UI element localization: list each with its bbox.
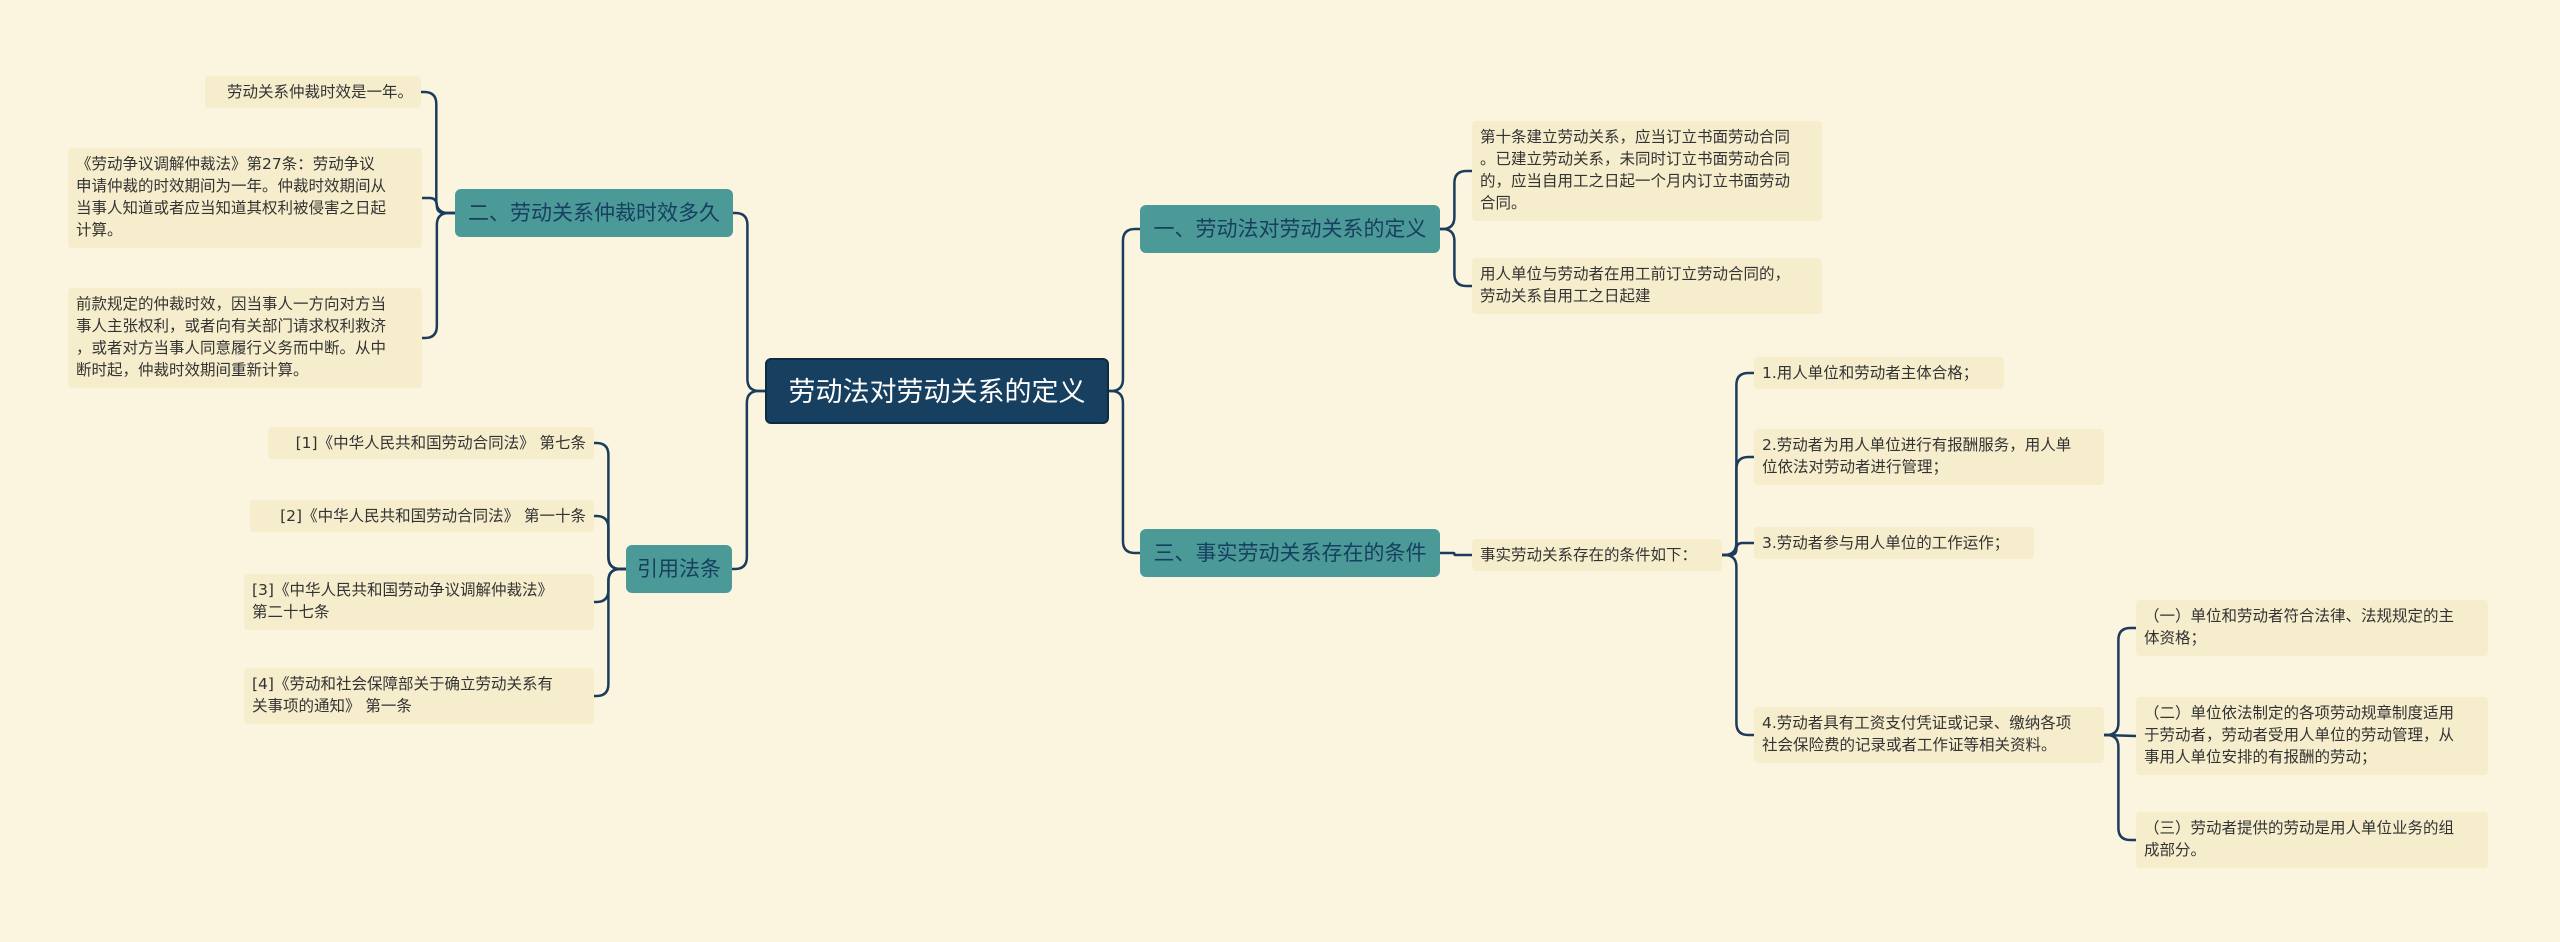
leaf-citation-1-line: [1]《中华人民共和国劳动合同法》 第七条 bbox=[295, 434, 586, 452]
branch-labor-law-definition[interactable]: 一、劳动法对劳动关系的定义 bbox=[1140, 205, 1440, 253]
leaf-condition-3-line: 3.劳动者参与用人单位的工作运作； bbox=[1762, 534, 2010, 552]
leaf-condition-1[interactable]: 1.用人单位和劳动者主体合格； bbox=[1754, 357, 2004, 389]
connector-b2-b2l1 bbox=[420, 196, 457, 215]
leaf-citation-1[interactable]: [1]《中华人民共和国劳动合同法》 第七条 bbox=[268, 427, 594, 459]
leaf-interruption-line: 断时起，仲裁时效期间重新计算。 bbox=[76, 361, 309, 379]
connector-b1-b1l1 bbox=[1438, 227, 1474, 288]
leaf-article-27-line: 申请仲裁的时效期间为一年。仲裁时效期间从 bbox=[76, 177, 387, 195]
leaf-contract-before-work[interactable]: 用人单位与劳动者在用工前订立劳动合同的， 劳动关系自用工之日起建 bbox=[1472, 258, 1822, 314]
leaf-condition-4-line: 社会保险费的记录或者工作证等相关资料。 bbox=[1762, 736, 2057, 754]
leaf-article-27-line: 《劳动争议调解仲裁法》第27条：劳动争议 bbox=[76, 155, 375, 173]
leaf-interruption-line: ，或者对方当事人同意履行义务而中断。从中 bbox=[76, 339, 387, 357]
leaf-interruption-line: 前款规定的仲裁时效，因当事人一方向对方当 bbox=[76, 295, 387, 313]
leaf-contract-before-work-line: 劳动关系自用工之日起建 bbox=[1480, 287, 1651, 305]
connector-b4-b4l3 bbox=[592, 567, 628, 698]
leaf-conditions-intro-line: 事实劳动关系存在的条件如下： bbox=[1480, 546, 1698, 564]
connector-root-b4 bbox=[730, 389, 767, 571]
leaf-sub-condition-3[interactable]: （三）劳动者提供的劳动是用人单位业务的组成部分。 bbox=[2136, 812, 2488, 868]
leaf-sub-condition-1-line: （一）单位和劳动者符合法律、法规规定的主 bbox=[2144, 607, 2455, 625]
leaf-citation-3[interactable]: [3]《中华人民共和国劳动争议调解仲裁法》第二十七条 bbox=[244, 574, 594, 630]
leaf-condition-3[interactable]: 3.劳动者参与用人单位的工作运作； bbox=[1754, 527, 2034, 559]
leaf-sub-condition-2-line: （二）单位依法制定的各项劳动规章制度适用 bbox=[2144, 704, 2455, 722]
branch-arbitration-limit[interactable]: 二、劳动关系仲裁时效多久 bbox=[455, 189, 733, 237]
connector-root-b3 bbox=[1107, 389, 1142, 555]
connector-b2-b2l0 bbox=[419, 90, 457, 215]
connector-b3m-b3l2 bbox=[1720, 541, 1756, 557]
connector-root-b2 bbox=[731, 211, 767, 393]
leaf-sub-condition-3-line: （三）劳动者提供的劳动是用人单位业务的组 bbox=[2144, 819, 2455, 837]
leaf-citation-4[interactable]: [4]《劳动和社会保障部关于确立劳动关系有关事项的通知》 第一条 bbox=[244, 668, 594, 724]
leaf-sub-condition-1[interactable]: （一）单位和劳动者符合法律、法规规定的主体资格； bbox=[2136, 600, 2488, 656]
connector-b4-b4l0 bbox=[592, 441, 628, 571]
leaf-condition-4[interactable]: 4.劳动者具有工资支付凭证或记录、缴纳各项社会保险费的记录或者工作证等相关资料。 bbox=[1754, 707, 2104, 763]
leaf-condition-2[interactable]: 2.劳动者为用人单位进行有报酬服务，用人单位依法对劳动者进行管理； bbox=[1754, 429, 2104, 485]
connector-b4-b4l1 bbox=[592, 514, 628, 571]
leaf-article-10-line: 。已建立劳动关系，未同时订立书面劳动合同 bbox=[1480, 150, 1791, 168]
leaf-citation-4-line: 关事项的通知》 第一条 bbox=[252, 697, 412, 715]
connector-b3m-b3l1 bbox=[1720, 455, 1756, 557]
leaf-article-27-line: 当事人知道或者应当知道其权利被侵害之日起 bbox=[76, 199, 387, 217]
leaf-citation-2[interactable]: [2]《中华人民共和国劳动合同法》 第一十条 bbox=[250, 500, 594, 532]
leaf-condition-2-line: 2.劳动者为用人单位进行有报酬服务，用人单 bbox=[1762, 436, 2072, 454]
leaf-citation-3-line: [3]《中华人民共和国劳动争议调解仲裁法》 bbox=[252, 581, 553, 599]
connector-b3-b3m bbox=[1438, 551, 1474, 557]
leaf-limit-one-year[interactable]: 劳动关系仲裁时效是一年。 bbox=[205, 76, 421, 108]
leaf-sub-condition-3-line: 成部分。 bbox=[2144, 841, 2207, 859]
leaf-limit-one-year-line: 劳动关系仲裁时效是一年。 bbox=[226, 83, 413, 101]
leaf-article-27-line: 计算。 bbox=[76, 221, 123, 239]
leaf-sub-condition-2-line: 于劳动者，劳动者受用人单位的劳动管理，从 bbox=[2144, 726, 2455, 744]
connector-b1-b1l0 bbox=[1438, 169, 1474, 231]
leaf-citation-3-line: 第二十七条 bbox=[252, 603, 330, 621]
branch-factual-relationship[interactable]: 三、事实劳动关系存在的条件 bbox=[1140, 529, 1440, 577]
branch-cited-articles[interactable]: 引用法条 bbox=[626, 545, 732, 593]
leaf-condition-2-line: 位依法对劳动者进行管理； bbox=[1762, 458, 1949, 476]
leaf-contract-before-work-line: 用人单位与劳动者在用工前订立劳动合同的， bbox=[1480, 265, 1791, 283]
leaf-sub-condition-2[interactable]: （二）单位依法制定的各项劳动规章制度适用于劳动者，劳动者受用人单位的劳动管理，从… bbox=[2136, 697, 2488, 775]
leaf-article-27[interactable]: 《劳动争议调解仲裁法》第27条：劳动争议申请仲裁的时效期间为一年。仲裁时效期间从… bbox=[68, 148, 422, 248]
root-node[interactable]: 劳动法对劳动关系的定义 bbox=[765, 358, 1109, 424]
leaf-citation-4-line: [4]《劳动和社会保障部关于确立劳动关系有 bbox=[252, 675, 553, 693]
leaf-citation-2-line: [2]《中华人民共和国劳动合同法》 第一十条 bbox=[280, 507, 586, 525]
leaf-sub-condition-2-line: 事用人单位安排的有报酬的劳动； bbox=[2144, 748, 2377, 766]
connector-root-b1 bbox=[1107, 227, 1142, 393]
connector-b3l3-b3s2 bbox=[2102, 733, 2138, 842]
connector-b3l3-b3s0 bbox=[2102, 626, 2138, 737]
connector-b3m-b3l3 bbox=[1720, 553, 1756, 737]
leaf-article-10-line: 第十条建立劳动关系，应当订立书面劳动合同 bbox=[1480, 128, 1791, 146]
leaf-conditions-intro[interactable]: 事实劳动关系存在的条件如下： bbox=[1472, 539, 1722, 571]
leaf-condition-1-line: 1.用人单位和劳动者主体合格； bbox=[1762, 364, 1979, 382]
leaf-interruption-line: 事人主张权利，或者向有关部门请求权利救济 bbox=[76, 317, 387, 335]
leaf-condition-4-line: 4.劳动者具有工资支付凭证或记录、缴纳各项 bbox=[1762, 714, 2072, 732]
leaf-article-10-line: 合同。 bbox=[1480, 194, 1527, 212]
leaf-interruption[interactable]: 前款规定的仲裁时效，因当事人一方向对方当事人主张权利，或者向有关部门请求权利救济… bbox=[68, 288, 422, 388]
leaf-article-10[interactable]: 第十条建立劳动关系，应当订立书面劳动合同。已建立劳动关系，未同时订立书面劳动合同… bbox=[1472, 121, 1822, 221]
leaf-sub-condition-1-line: 体资格； bbox=[2144, 629, 2207, 647]
leaf-article-10-line: 的，应当自用工之日起一个月内订立书面劳动 bbox=[1480, 172, 1791, 190]
connector-b2-b2l2 bbox=[420, 211, 457, 340]
